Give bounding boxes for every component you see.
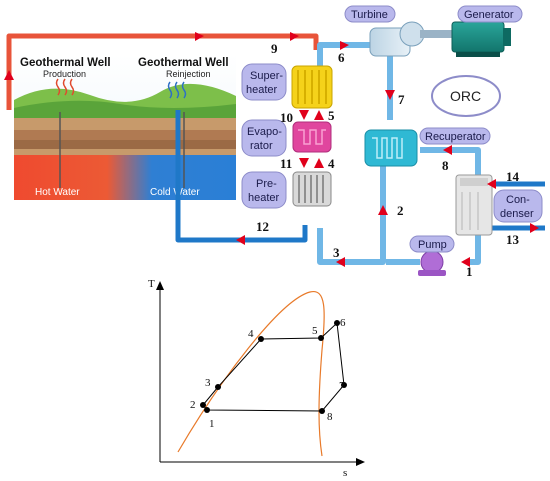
- arrow-12: [236, 235, 245, 245]
- arrow-3: [336, 257, 345, 267]
- ts-point-2: [200, 402, 206, 408]
- state-6: 6: [338, 50, 345, 65]
- orc-label-pill: ORC: [431, 75, 501, 117]
- condenser-label-pill: Con- denser: [493, 189, 543, 223]
- state-point-numbers: 9 6 7 10 5 11 4 8 2 12 3 1 14 13: [256, 41, 520, 279]
- superheater-label-line1: Super-: [250, 70, 283, 82]
- condenser-label-line1: Con-: [506, 194, 530, 206]
- ts-label-8: 8: [327, 411, 333, 423]
- condenser-label-line2: denser: [500, 208, 534, 220]
- preheater-label-pill: Pre- heater: [241, 171, 287, 209]
- ts-label-2: 2: [190, 399, 196, 411]
- ts-label-5: 5: [312, 325, 318, 337]
- superheater: [291, 65, 333, 109]
- flow-arrows: [4, 32, 539, 267]
- turbine-label: Turbine: [351, 9, 388, 21]
- arrow-4: [314, 158, 324, 168]
- recuperator: [364, 129, 418, 167]
- ts-point-3: [215, 384, 221, 390]
- generator-label-pill: Generator: [457, 5, 523, 23]
- ts-x-axis-label: s: [343, 467, 347, 479]
- state-5: 5: [328, 108, 335, 123]
- ts-y-axis-label: T: [148, 278, 155, 290]
- orc-label: ORC: [450, 88, 481, 104]
- evaporator-label-line2: rator: [250, 140, 273, 152]
- ts-label-7: 7: [339, 380, 345, 392]
- superheater-label-pill: Super- heater: [241, 63, 287, 101]
- preheater-label-line1: Pre-: [256, 178, 277, 190]
- ts-point-7: [341, 382, 347, 388]
- recuperator-label-pill: Recuperator: [419, 127, 491, 145]
- state-4: 4: [328, 156, 335, 171]
- ts-points: [200, 320, 347, 414]
- hot-water-label: Hot Water: [35, 187, 80, 198]
- state-7: 7: [398, 92, 405, 107]
- state-13: 13: [506, 232, 520, 247]
- production-well-subtitle: Production: [43, 69, 86, 79]
- ts-label-3: 3: [205, 377, 211, 389]
- turbine: [369, 21, 454, 57]
- arrow-14: [487, 179, 496, 189]
- state-2: 2: [397, 203, 404, 218]
- reinjection-well-subtitle: Reinjection: [166, 69, 211, 79]
- arrow-2: [378, 205, 388, 215]
- evaporator: [292, 121, 332, 153]
- evaporator-label-line1: Evapo-: [247, 126, 282, 138]
- ts-point-5: [318, 335, 324, 341]
- preheater-label-line2: heater: [248, 192, 280, 204]
- arrow-9: [290, 32, 299, 41]
- turbine-label-pill: Turbine: [344, 5, 396, 23]
- pump-label: Pump: [418, 239, 447, 251]
- state-8: 8: [442, 158, 449, 173]
- arrow-5: [314, 110, 324, 120]
- state-11: 11: [280, 156, 292, 171]
- ts-point-8: [319, 408, 325, 414]
- state-3: 3: [333, 245, 340, 260]
- saturation-dome: [177, 291, 325, 457]
- pump-label-pill: Pump: [409, 235, 455, 253]
- reinjection-well-title: Geothermal Well: [138, 57, 229, 69]
- ts-point-4: [258, 336, 264, 342]
- evaporator-label-pill: Evapo- rator: [241, 119, 287, 157]
- arrow-10: [299, 110, 309, 120]
- arrow-1: [461, 257, 470, 267]
- cold-water-label: Cold Water: [150, 187, 200, 198]
- production-well-title: Geothermal Well: [20, 57, 111, 69]
- ts-label-1: 1: [209, 418, 215, 430]
- arrow-11: [299, 158, 309, 168]
- arrow-7: [385, 90, 395, 100]
- preheater: [292, 171, 332, 207]
- superheater-label-line2: heater: [246, 84, 278, 96]
- ts-diagram: T s 1 2 3 4 5 6 7 8: [148, 278, 365, 479]
- generator: [451, 21, 511, 57]
- state-14: 14: [506, 169, 520, 184]
- state-1: 1: [466, 264, 473, 279]
- ts-point-1: [204, 407, 210, 413]
- generator-label: Generator: [464, 9, 514, 21]
- condenser: [455, 174, 493, 236]
- ts-label-4: 4: [248, 328, 254, 340]
- arrow-brine-up: [4, 70, 14, 80]
- ts-point-labels: 1 2 3 4 5 6 7 8: [190, 317, 346, 430]
- ts-label-6: 6: [340, 317, 346, 329]
- pump: [418, 250, 446, 276]
- arrow-8: [443, 145, 452, 155]
- state-9: 9: [271, 41, 278, 56]
- state-12: 12: [256, 219, 269, 234]
- arrow-13: [530, 223, 539, 233]
- ts-point-6: [334, 320, 340, 326]
- recuperator-label: Recuperator: [425, 131, 486, 143]
- state-10: 10: [280, 110, 293, 125]
- arrow-6: [340, 41, 349, 50]
- arrow-brine-top-right: [195, 32, 204, 41]
